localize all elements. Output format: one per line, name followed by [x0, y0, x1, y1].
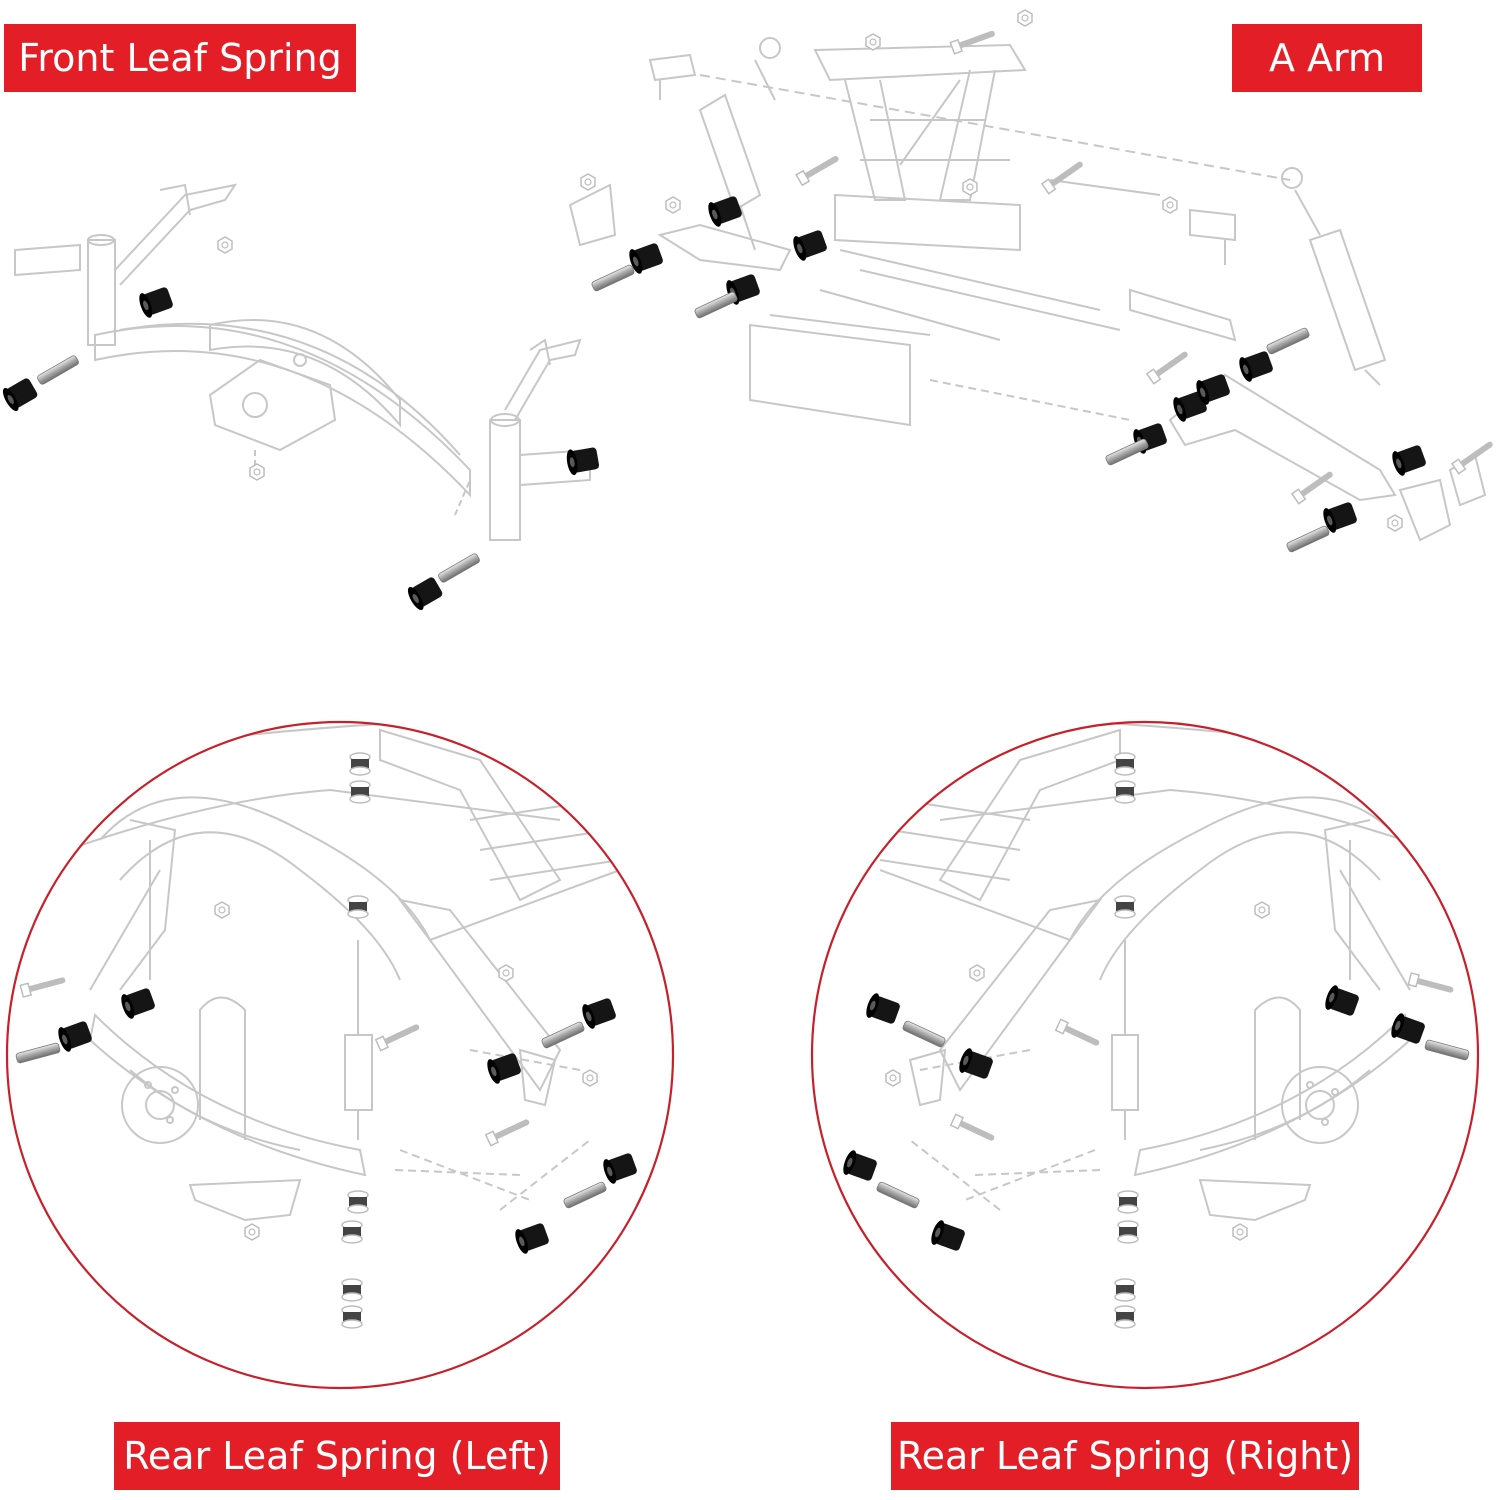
rear-right-diagram [810, 720, 1480, 1390]
front-leaf-spring-label: Front Leaf Spring [4, 24, 356, 92]
front-leaf-spring-diagram [14, 183, 591, 541]
a-arm-label: A Arm [1232, 24, 1422, 92]
rear-leaf-spring-right-label: Rear Leaf Spring (Right) [891, 1422, 1359, 1490]
rear-left-diagram [5, 720, 675, 1390]
a-arm-diagram [568, 37, 1487, 542]
rear-leaf-spring-left-label: Rear Leaf Spring (Left) [114, 1422, 560, 1490]
